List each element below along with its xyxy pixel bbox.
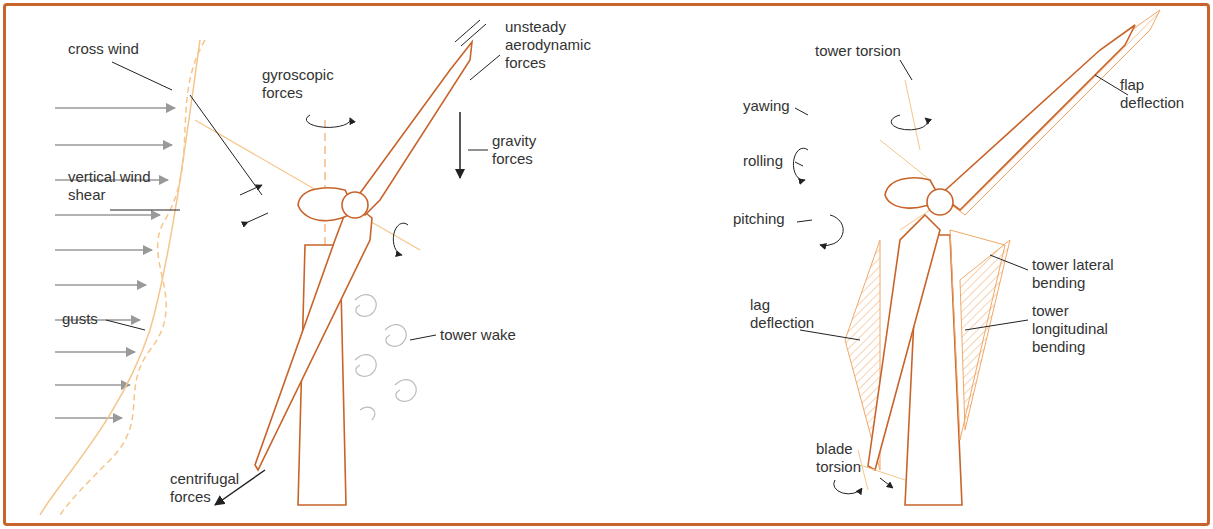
part-label: unsteady aerodynamic forces [505, 18, 625, 72]
part-label: rolling [743, 152, 783, 170]
part-label: tower lateral bending [1032, 256, 1122, 292]
part-label: vertical wind shear [68, 168, 163, 204]
part-label: centrifugal forces [170, 470, 250, 506]
part-label: tower torsion [815, 42, 901, 60]
part-label: gravity forces [492, 132, 567, 168]
part-label: lag deflection [750, 296, 800, 332]
part-label: tower wake [440, 326, 516, 344]
part-label: gyroscopic forces [262, 66, 340, 102]
part-label: cross wind [68, 40, 139, 58]
part-label: flap deflection [1120, 76, 1200, 112]
part-label: pitching [733, 210, 785, 228]
part-label: yawing [743, 97, 790, 115]
part-label: gusts [62, 310, 98, 328]
part-label: blade torsion [816, 440, 876, 476]
part-label: tower longitudinal bending [1032, 302, 1122, 356]
frame [3, 3, 1210, 526]
